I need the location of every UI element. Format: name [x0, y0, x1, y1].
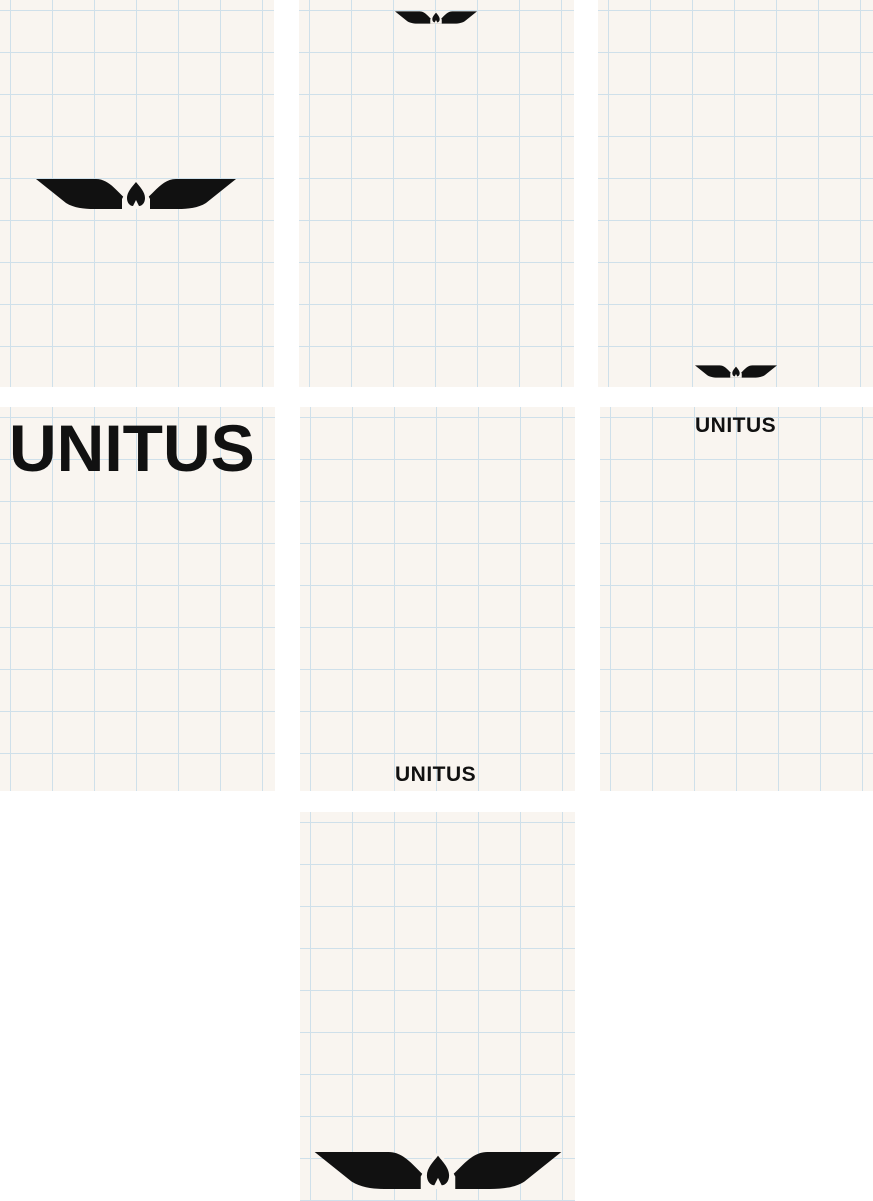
panel-logo-bottom-large — [300, 812, 575, 1201]
unitus-logo-icon — [36, 179, 236, 209]
panel-logo-bottom — [598, 0, 873, 387]
panel-wordmark-bottom: UNITUS — [300, 407, 575, 791]
wordmark-large: UNITUS — [9, 411, 255, 485]
wordmark-small: UNITUS — [695, 414, 777, 437]
panel-wordmark-large: UNITUS — [0, 407, 275, 791]
unitus-logo-icon — [395, 11, 477, 24]
wordmark-small: UNITUS — [395, 763, 477, 786]
unitus-logo-icon — [695, 365, 777, 378]
unitus-logo-icon — [314, 1152, 562, 1189]
panel-wordmark-top: UNITUS — [600, 407, 873, 791]
panel-logo-center — [0, 0, 274, 387]
panel-logo-top — [299, 0, 574, 387]
